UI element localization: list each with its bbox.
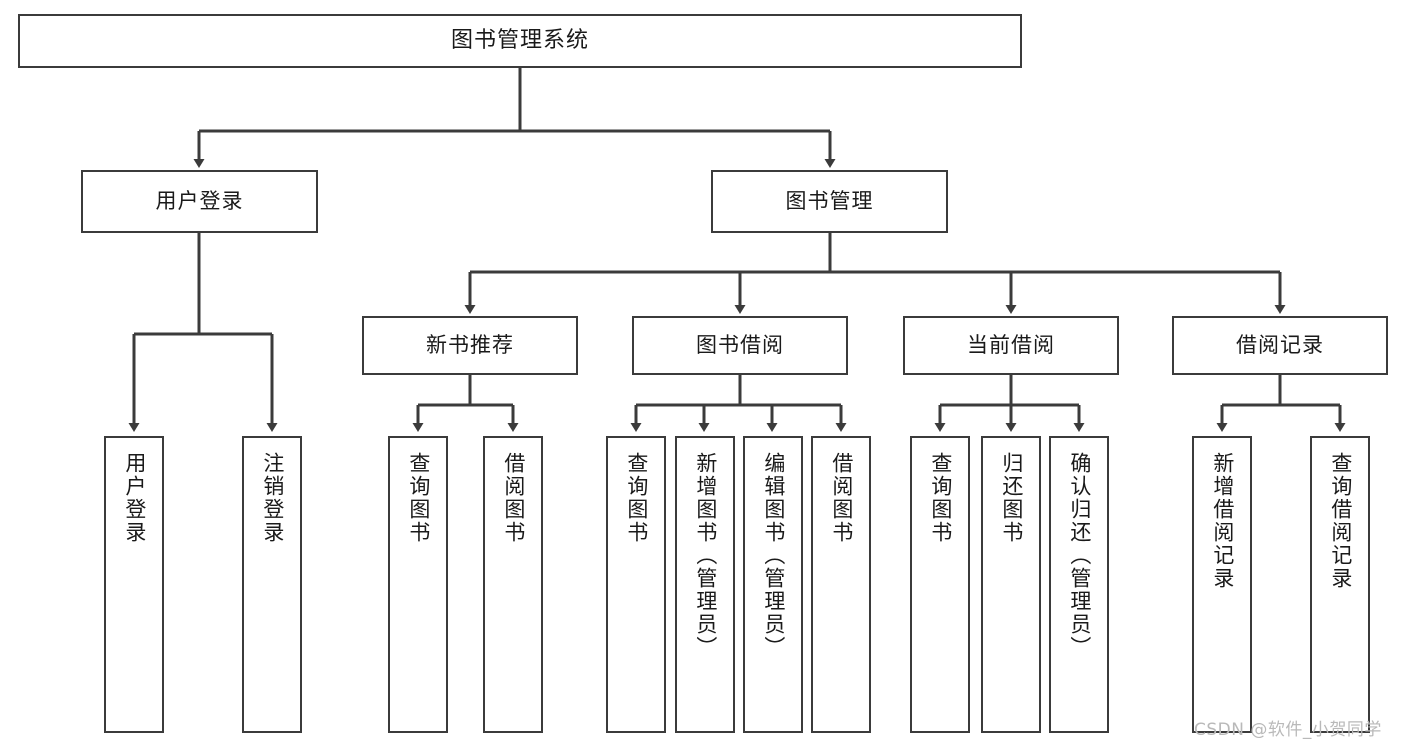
node-root[interactable]: 图书管理系统 xyxy=(18,14,1022,68)
leaf-query-book-2[interactable]: 查询图书 xyxy=(606,436,666,733)
node-book-management-label: 图书管理 xyxy=(785,189,874,214)
leaf-query-book-1[interactable]: 查询图书 xyxy=(388,436,448,733)
leaf-borrow-book-2-label: 借阅图书 xyxy=(829,452,854,544)
leaf-user-login-label: 用户登录 xyxy=(122,452,147,544)
leaf-query-book-3-label: 查询图书 xyxy=(928,452,953,544)
leaf-add-borrow-record-label: 新增借阅记录 xyxy=(1210,452,1235,590)
leaf-add-borrow-record[interactable]: 新增借阅记录 xyxy=(1192,436,1252,733)
leaf-logout-login-label: 注销登录 xyxy=(260,452,285,544)
leaf-borrow-book-2[interactable]: 借阅图书 xyxy=(811,436,871,733)
leaf-logout-login[interactable]: 注销登录 xyxy=(242,436,302,733)
csdn-watermark: CSDN @软件_小贺同学 xyxy=(1194,720,1382,740)
leaf-query-book-3[interactable]: 查询图书 xyxy=(910,436,970,733)
leaf-add-book-label: 新增图书（管理员） xyxy=(693,452,718,659)
leaf-return-book-label: 归还图书 xyxy=(999,452,1024,544)
leaf-confirm-return-label: 确认归还（管理员） xyxy=(1067,452,1092,659)
leaf-query-book-2-label: 查询图书 xyxy=(624,452,649,544)
node-current-borrow[interactable]: 当前借阅 xyxy=(903,316,1119,375)
leaf-query-borrow-record[interactable]: 查询借阅记录 xyxy=(1310,436,1370,733)
leaf-borrow-book-1[interactable]: 借阅图书 xyxy=(483,436,543,733)
leaf-add-book[interactable]: 新增图书（管理员） xyxy=(675,436,735,733)
leaf-user-login[interactable]: 用户登录 xyxy=(104,436,164,733)
node-borrow-record-label: 借阅记录 xyxy=(1236,333,1324,358)
leaf-borrow-book-1-label: 借阅图书 xyxy=(501,452,526,544)
node-book-borrow-label: 图书借阅 xyxy=(696,333,784,358)
node-borrow-record[interactable]: 借阅记录 xyxy=(1172,316,1388,375)
leaf-edit-book[interactable]: 编辑图书（管理员） xyxy=(743,436,803,733)
node-user-login-label: 用户登录 xyxy=(155,189,244,214)
leaf-confirm-return[interactable]: 确认归还（管理员） xyxy=(1049,436,1109,733)
node-book-borrow[interactable]: 图书借阅 xyxy=(632,316,848,375)
node-book-management[interactable]: 图书管理 xyxy=(711,170,948,233)
leaf-query-borrow-record-label: 查询借阅记录 xyxy=(1328,452,1353,590)
node-user-login[interactable]: 用户登录 xyxy=(81,170,318,233)
leaf-return-book[interactable]: 归还图书 xyxy=(981,436,1041,733)
node-new-book-recommend-label: 新书推荐 xyxy=(426,333,514,358)
leaf-edit-book-label: 编辑图书（管理员） xyxy=(761,452,786,659)
node-new-book-recommend[interactable]: 新书推荐 xyxy=(362,316,578,375)
leaf-query-book-1-label: 查询图书 xyxy=(406,452,431,544)
node-root-label: 图书管理系统 xyxy=(450,28,589,54)
node-current-borrow-label: 当前借阅 xyxy=(967,333,1055,358)
